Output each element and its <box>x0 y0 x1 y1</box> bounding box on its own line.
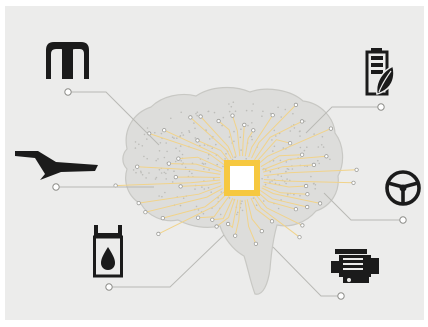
circuit-node <box>162 128 167 133</box>
circuit-node <box>303 183 309 189</box>
circuit-node <box>354 167 359 172</box>
circuit-node <box>297 235 302 240</box>
circuit-node <box>226 221 231 227</box>
circuit-node <box>230 113 235 118</box>
circuit-node <box>160 216 165 221</box>
circuit-node <box>305 192 310 197</box>
callout-line-battery <box>305 106 381 134</box>
circuit-nodes <box>113 102 359 246</box>
circuit-node <box>324 154 329 159</box>
circuit-node <box>293 207 298 212</box>
callout-line-steering <box>323 192 403 221</box>
circuit-node <box>166 161 171 166</box>
circuit-node <box>176 156 181 161</box>
circuit-node <box>351 180 356 185</box>
circuit-node <box>195 138 200 143</box>
callout-lines <box>56 91 403 297</box>
circuit-node <box>135 164 140 169</box>
circuit-node <box>287 141 293 146</box>
cab-icon <box>46 42 89 79</box>
circuit-node <box>214 224 219 229</box>
circuit-node <box>253 241 258 246</box>
circuit-node <box>293 102 298 108</box>
circuit-node <box>210 217 215 222</box>
engine-icon <box>331 249 379 283</box>
circuit-node <box>216 118 221 124</box>
circuit-node <box>299 119 305 124</box>
circuit-node <box>270 113 275 118</box>
circuit-node <box>300 223 305 228</box>
circuit-node <box>198 114 203 119</box>
chip-icon <box>224 160 260 196</box>
circuit-node <box>156 231 161 236</box>
circuit-node <box>188 115 193 120</box>
blade-icon <box>15 151 98 180</box>
circuit-node <box>178 184 183 189</box>
diagram-canvas <box>5 6 424 320</box>
callout-endpoints <box>52 88 407 300</box>
steering-wheel-icon <box>385 170 421 206</box>
circuit-node <box>233 233 238 238</box>
battery-leaf-icon <box>365 48 395 96</box>
circuit-node <box>136 201 141 206</box>
callout-line-cab <box>68 91 160 146</box>
circuit-node <box>317 201 323 206</box>
circuit-traces <box>115 104 357 244</box>
circuit-node <box>299 152 305 157</box>
circuit-node <box>251 128 256 133</box>
callout-line-engine <box>272 246 341 297</box>
circuit-node <box>173 175 178 180</box>
circuit-node <box>305 204 310 210</box>
circuit-node <box>269 219 275 224</box>
callout-line-fuel-tank <box>109 234 225 288</box>
fuel-tank-icon <box>93 225 123 278</box>
circuit-node <box>328 126 333 131</box>
circuit-node <box>259 229 264 234</box>
circuit-node <box>311 162 316 167</box>
circuit-node <box>143 210 148 215</box>
circuit-node <box>196 215 201 220</box>
circuit-node <box>242 122 247 128</box>
